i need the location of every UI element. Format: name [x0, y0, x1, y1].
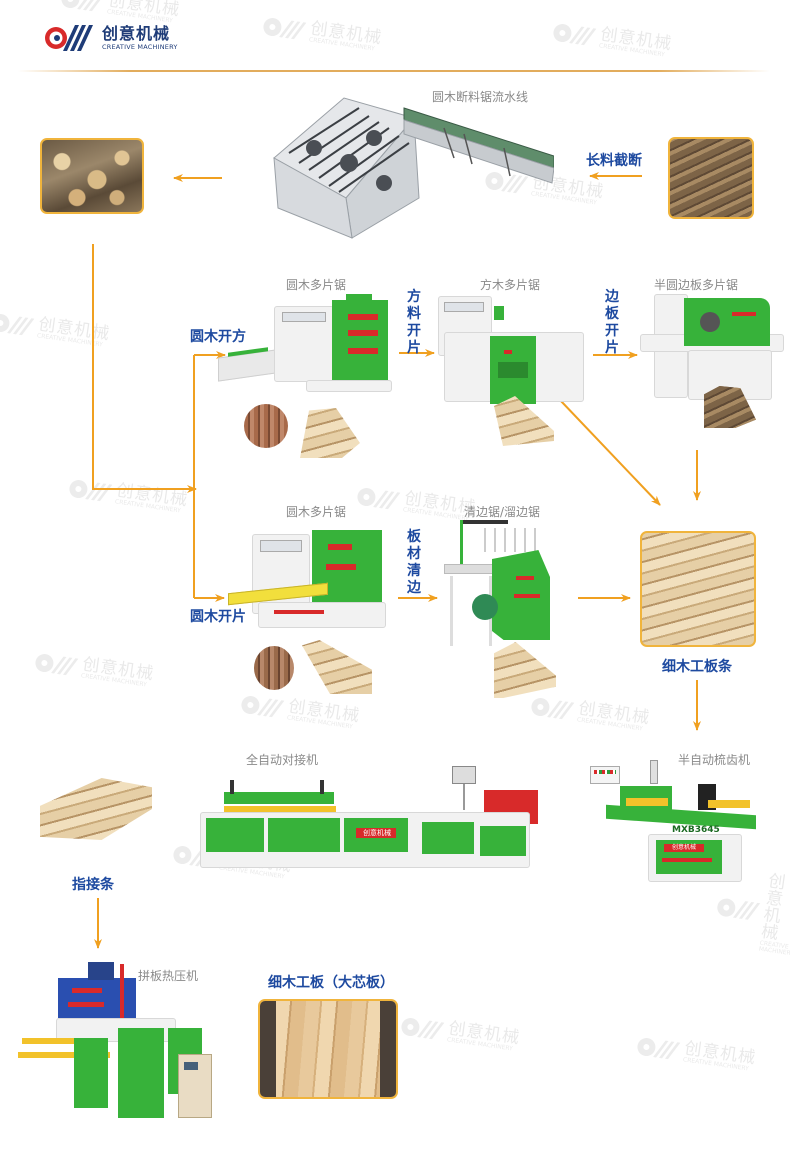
watermark-logo-icon — [0, 310, 36, 338]
long-log-crosscut-label: 长料截断 — [586, 153, 642, 169]
square-timber-slicing-label: 方料开片 — [407, 289, 421, 356]
log-cross-section — [244, 404, 288, 448]
log-multi-rip-saw-machine — [218, 294, 393, 394]
brand-logo-icon — [44, 24, 96, 52]
squared-timber-pieces — [300, 408, 360, 458]
watermark-en: CREATIVE MACHINERY — [758, 939, 790, 958]
brand-name-cn: 创意机械 — [102, 23, 171, 43]
watermark-logo-icon — [635, 1034, 682, 1062]
finger-joint-strip-label: 指接条 — [72, 877, 114, 893]
sliced-boards — [302, 640, 372, 694]
slab-slicing-label: 边板开片 — [605, 289, 619, 356]
crosscut-line-machine — [264, 88, 555, 248]
watermark-logo-icon — [529, 694, 576, 722]
watermark-logo-icon — [239, 692, 286, 720]
core-strips-photo — [640, 531, 756, 647]
log-multi-rip-saw-caption: 圆木多片锯 — [286, 278, 347, 292]
log-slicing-label: 圆木开片 — [190, 609, 246, 625]
brand-logo: 创意机械 CREATIVE MACHINERY — [44, 24, 178, 52]
board-edging-label: 板材清边 — [407, 529, 421, 596]
watermark-logo-icon — [59, 0, 106, 14]
watermark-logo-icon — [67, 476, 114, 504]
edged-boards — [494, 642, 556, 698]
auto-jointer-machine: 创意机械 — [200, 762, 538, 874]
edger-saw-machine — [444, 520, 560, 650]
watermark-logo-icon — [399, 1014, 446, 1042]
semi-auto-tenoner-caption: 半自动梳齿机 — [678, 753, 751, 767]
jointer-nameplate: 创意机械 — [363, 829, 391, 837]
brand-name-en: CREATIVE MACHINERY — [102, 42, 178, 51]
half-round-slab-saw-machine — [640, 294, 786, 402]
log-squaring-label: 圆木开方 — [190, 329, 246, 345]
half-round-slab-saw-caption: 半圆边板多片锯 — [654, 278, 739, 292]
watermark-logo-icon — [355, 484, 402, 512]
watermark-logo-icon — [715, 895, 762, 923]
header-divider — [18, 70, 770, 72]
crosscut-line-caption: 圆木断料锯流水线 — [432, 90, 529, 104]
long-log-stack-photo — [668, 137, 754, 219]
watermark-logo-icon — [261, 14, 308, 42]
auto-jointer-caption: 全自动对接机 — [246, 753, 319, 767]
watermark-logo-icon — [483, 168, 530, 196]
board-edge-right — [380, 1001, 396, 1097]
blockboard-photo — [258, 999, 398, 1099]
watermark-logo-icon — [551, 20, 598, 48]
log-slicing-saw-caption: 圆木多片锯 — [286, 505, 347, 519]
watermark-logo-icon — [33, 650, 80, 678]
semi-auto-tenoner-machine: MXB3645 创意机械 — [590, 760, 786, 886]
hot-press-caption: 拼板热压机 — [138, 969, 199, 983]
board-edge-left — [260, 1001, 276, 1097]
tenoner-nameplate: 创意机械 — [671, 844, 696, 851]
tenoner-model-number: MXB3645 — [672, 825, 720, 835]
square-multi-rip-saw-machine — [438, 296, 588, 406]
log-slice-cross-section — [254, 646, 294, 690]
edger-saw-caption: 清边锯/溜边锯 — [464, 505, 541, 519]
core-strips-label: 细木工板条 — [662, 659, 732, 675]
log-slicing-saw-machine — [228, 526, 390, 630]
blockboard-label: 细木工板（大芯板） — [268, 975, 394, 991]
finger-joint-strip-photo — [40, 778, 152, 840]
log-pile-photo — [40, 138, 144, 214]
square-multi-rip-saw-caption: 方木多片锯 — [480, 278, 541, 292]
panel-hot-press-machine — [18, 954, 212, 1120]
